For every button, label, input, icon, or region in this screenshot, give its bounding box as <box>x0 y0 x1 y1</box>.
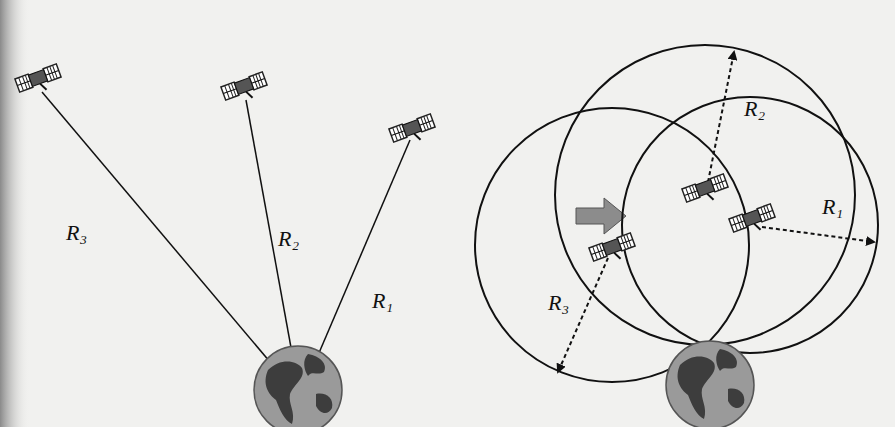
range-label: R₁ <box>822 196 843 218</box>
range-label: R₁ <box>372 290 393 312</box>
range-label: R₂ <box>744 98 765 120</box>
range-label: R₂ <box>278 228 299 250</box>
range-label: R₃ <box>548 292 569 314</box>
range-label: R₃ <box>66 222 87 244</box>
